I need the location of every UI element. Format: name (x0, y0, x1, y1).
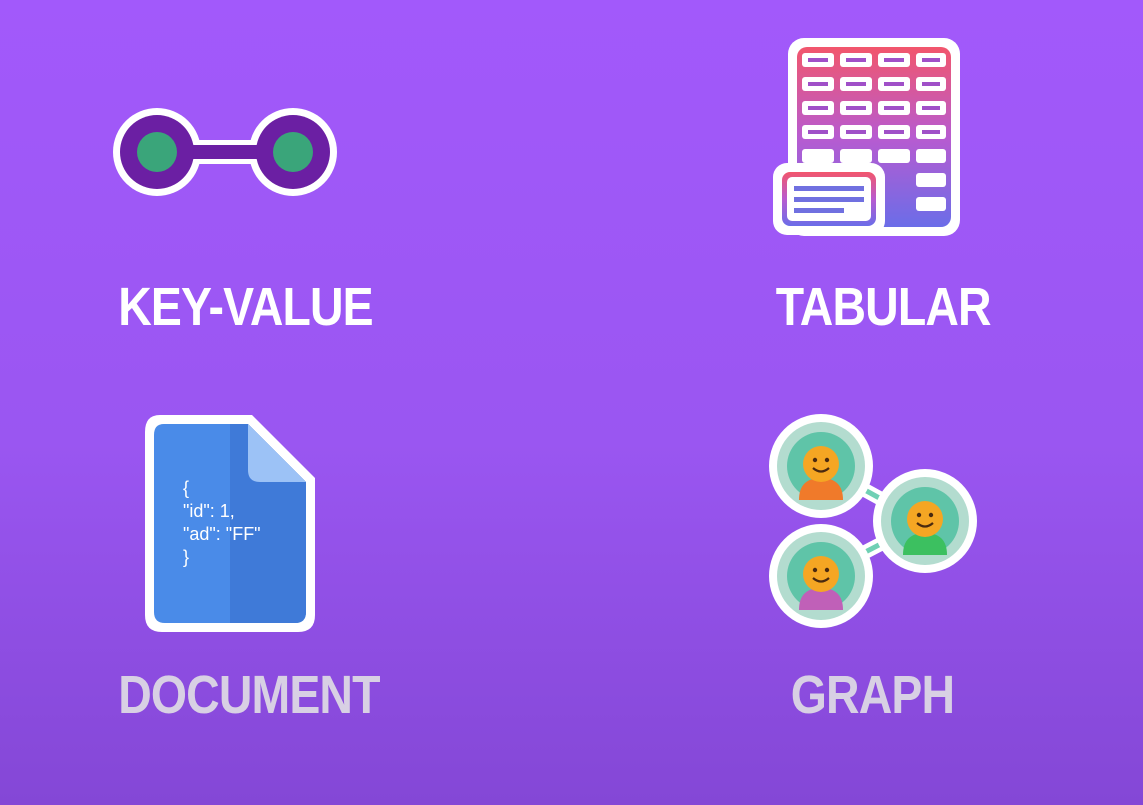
code-line-4: } (183, 547, 190, 567)
document-icon (145, 415, 315, 632)
key-value-label: KEY-VALUE (118, 277, 373, 337)
tabular-label: TABULAR (775, 277, 992, 337)
document-code: { "id": 1, "ad": "FF"} (183, 477, 261, 569)
code-line-2: "id": 1, (183, 501, 235, 521)
key-value-icon (113, 108, 337, 196)
code-line-1: { (183, 478, 190, 498)
document-label: DOCUMENT (118, 665, 380, 725)
graph-icon (769, 414, 977, 628)
graph-label: GRAPH (790, 665, 955, 725)
table-icon (773, 38, 960, 236)
code-line-3: "ad": "FF" (183, 524, 261, 544)
